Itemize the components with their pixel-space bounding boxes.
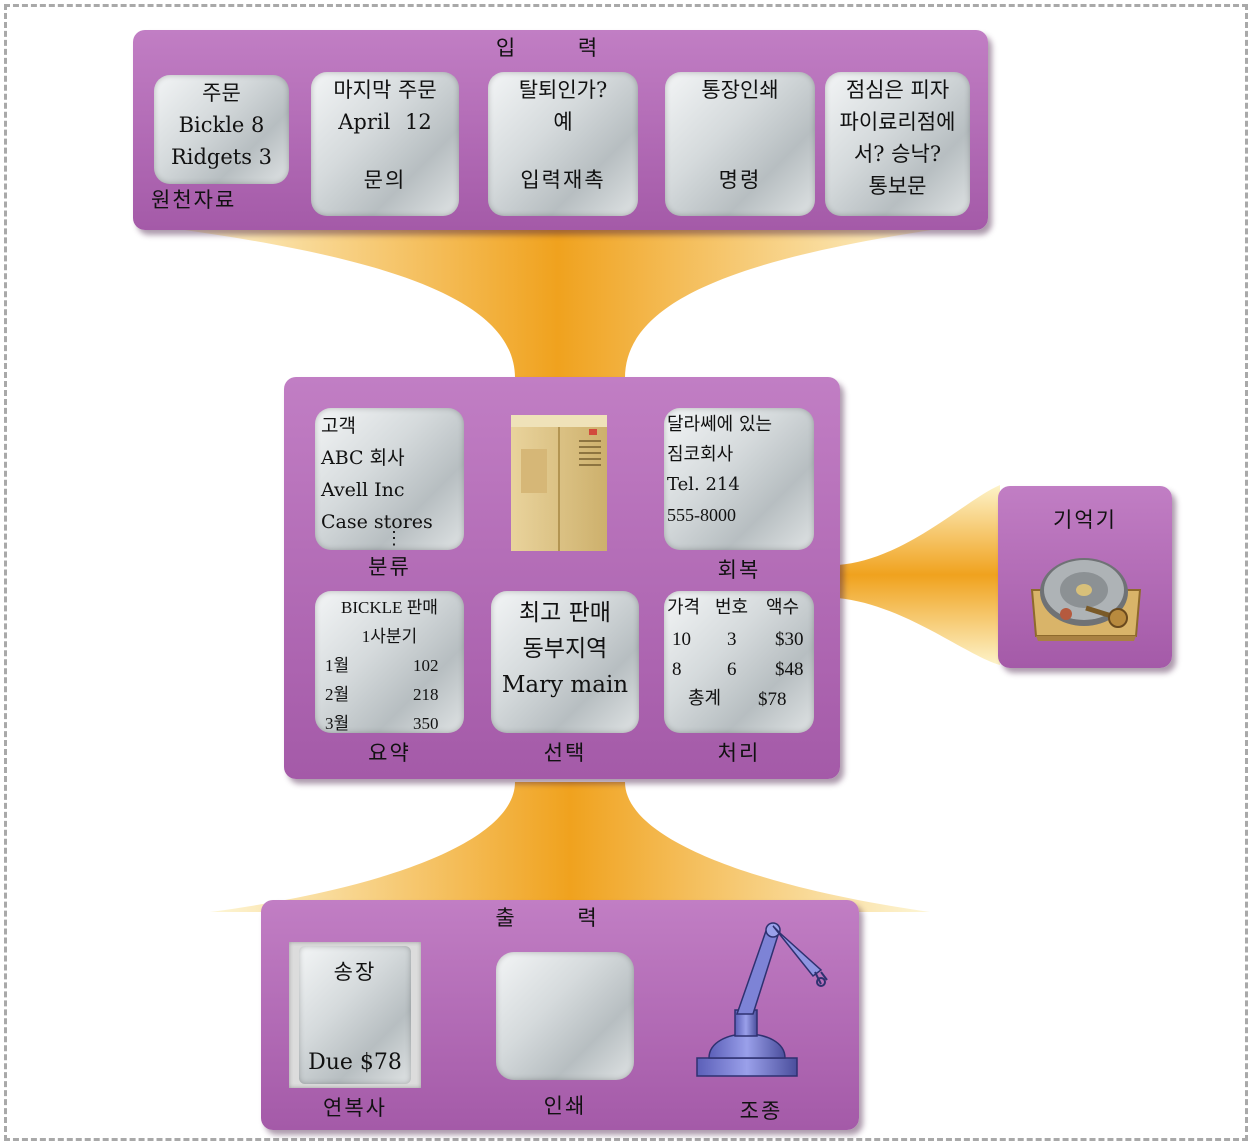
selection-screen: 최고 판매 동부지역 Mary main <box>491 591 639 733</box>
carbon-copy-caption: 연복사 <box>323 1096 387 1120</box>
calc-header: 가격 <box>667 597 701 618</box>
message-screen: 점심은 피자 파이료리점에 서? 승낙? 통보문 <box>825 72 970 216</box>
invoice-title: 송장 <box>333 960 377 984</box>
calc-cell: $30 <box>775 629 804 650</box>
screen-line: 서? 승낙? <box>853 142 942 166</box>
selection-caption: 선택 <box>543 741 587 765</box>
input-title: 입 력 <box>495 36 626 60</box>
summary-month: 1월 <box>325 656 350 675</box>
screen-line: 고객 <box>321 415 356 437</box>
summary-screen: BICKLE 판매 1사분기 1월 102 2월 218 3월 350 <box>315 591 464 733</box>
screen-line: 짐코회사 <box>667 444 734 465</box>
screen-line: 동부지역 <box>522 636 608 662</box>
source-data-caption: 원천자료 <box>151 188 237 212</box>
screen-line: 최고 판매 <box>519 600 611 626</box>
retrieval-caption: 회복 <box>717 558 761 582</box>
command-screen: 통장인쇄 명령 <box>665 72 815 216</box>
prompt-caption: 입력재촉 <box>520 168 606 192</box>
screen-line: Case stores <box>321 511 433 533</box>
screen-line: 통보문 <box>868 174 927 198</box>
summary-row: 2월 218 <box>315 680 464 709</box>
calc-cell: 10 <box>672 629 691 650</box>
ellipsis-marker: ⋮ <box>385 528 403 549</box>
output-title: 출 력 <box>495 906 625 930</box>
output-funnel <box>210 782 930 912</box>
screen-line: 점심은 피자 <box>845 78 950 102</box>
screen-line: 달라쎄에 있는 <box>667 414 773 435</box>
screen-line: April 12 <box>338 110 432 134</box>
screen-line: Tel. 214 <box>667 474 740 495</box>
input-funnel <box>170 228 945 378</box>
prompt-screen: 탈퇴인가? 예 입력재촉 <box>488 72 638 216</box>
calc-cell: 6 <box>727 659 737 680</box>
calc-total-value: $78 <box>758 689 787 710</box>
screen-line: ABC 회사 <box>321 447 405 469</box>
print-caption: 인쇄 <box>543 1094 587 1118</box>
command-caption: 명령 <box>718 168 762 192</box>
summary-value: 218 <box>413 685 439 704</box>
invoice-screen: 송장 Due $78 <box>299 946 411 1084</box>
inquiry-caption: 문의 <box>363 168 407 192</box>
robot-arm-icon <box>696 922 828 1077</box>
screen-line: 예 <box>553 110 573 134</box>
calc-cell: 3 <box>727 629 737 650</box>
inquiry-screen: 마지막 주문 April 12 문의 <box>311 72 459 216</box>
print-screen <box>496 952 634 1080</box>
process-caption: 처리 <box>717 741 761 765</box>
input-panel: 입 력 주문 Bickle 8 Ridgets 3 원천자료 마지막 주문 Ap… <box>133 30 988 230</box>
screen-line: Ridgets 3 <box>170 145 273 169</box>
summary-caption: 요약 <box>368 741 411 765</box>
retrieval-screen: 달라쎄에 있는 짐코회사 Tel. 214 555-8000 <box>664 408 814 550</box>
screen-line: Avell Inc <box>321 479 405 501</box>
calc-cell: $48 <box>775 659 804 680</box>
summary-title: 1사분기 <box>361 627 418 646</box>
summary-row: 3월 350 <box>315 709 464 738</box>
calculation-screen: 가격 번호 액수 10 3 $30 8 6 $48 총계 $78 <box>664 591 814 733</box>
screen-line: 마지막 주문 <box>333 78 437 102</box>
disk-drive-icon <box>1030 558 1142 641</box>
output-panel: 출 력 송장 Due $78 연복사 인쇄 조종 <box>261 900 859 1130</box>
control-caption: 조종 <box>739 1099 783 1123</box>
screen-line: 통장인쇄 <box>701 78 779 102</box>
storage-title: 기억기 <box>1053 508 1117 532</box>
screen-line: Bickle 8 <box>178 113 265 137</box>
screen-line: 555-8000 <box>667 505 736 525</box>
invoice-due: Due $78 <box>308 1050 402 1075</box>
source-data-screen: 주문 Bickle 8 Ridgets 3 <box>154 75 289 184</box>
summary-row: 1월 102 <box>315 651 464 680</box>
processing-panel: 고객 ABC 회사 Avell Inc Case stores ⋮ 분류 달라쎄… <box>284 377 840 779</box>
computer-cabinet-icon <box>511 415 607 551</box>
calc-header: 번호 <box>715 597 749 618</box>
summary-value: 102 <box>413 656 439 675</box>
summary-title: BICKLE 판매 <box>341 598 438 617</box>
screen-line: 파이료리점에 <box>839 110 956 134</box>
calc-cell: 8 <box>672 659 682 680</box>
calc-total-label: 총계 <box>688 688 722 709</box>
summary-month: 3월 <box>325 714 350 733</box>
calc-header: 액수 <box>766 597 800 618</box>
storage-funnel <box>838 485 1000 665</box>
classify-caption: 분류 <box>368 555 411 579</box>
summary-month: 2월 <box>325 685 350 704</box>
customer-list-screen: 고객 ABC 회사 Avell Inc Case stores ⋮ <box>315 408 464 550</box>
dashed-border <box>4 4 1248 1141</box>
screen-line: 주문 <box>202 81 241 105</box>
screen-line: 탈퇴인가? <box>518 78 608 102</box>
storage-panel: 기억기 <box>998 486 1172 668</box>
summary-value: 350 <box>413 714 439 733</box>
invoice-sheet: 송장 Due $78 <box>289 942 421 1088</box>
screen-line: Mary main <box>501 672 629 698</box>
